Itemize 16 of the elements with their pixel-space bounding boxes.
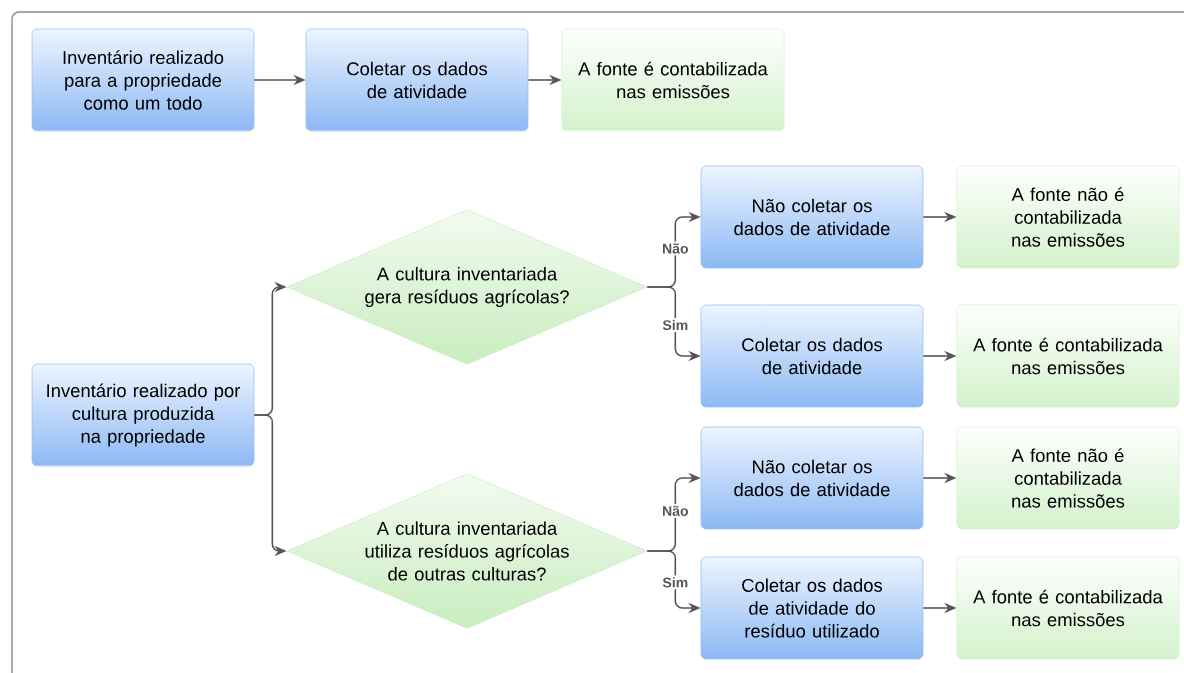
result-box: A fonte é contabilizada nas emissões bbox=[561, 28, 785, 132]
process-box: Não coletar os dados de atividade bbox=[700, 426, 924, 530]
result-box: A fonte não é contabilizada nas emissões bbox=[956, 165, 1180, 269]
process-box: Inventário realizado por cultura produzida na propriedade bbox=[31, 363, 255, 467]
process-box: Coletar os dados de atividade bbox=[305, 28, 529, 132]
process-box: Inventário realizado para a propriedade como um todo bbox=[31, 28, 255, 132]
process-box: Não coletar os dados de atividade bbox=[700, 165, 924, 269]
edge-label: Sim bbox=[660, 575, 690, 590]
result-box: A fonte não é contabilizada nas emissões bbox=[956, 426, 1180, 530]
edge-label: Sim bbox=[660, 318, 690, 332]
process-box: Coletar os dados de atividade bbox=[700, 304, 924, 408]
result-box: A fonte é contabilizada nas emissões bbox=[956, 304, 1180, 408]
process-box: Coletar os dados de atividade do resíduo utilizado bbox=[700, 556, 924, 660]
edge-label: Não bbox=[660, 503, 691, 518]
edge-label: Não bbox=[660, 241, 691, 256]
result-box: A fonte é contabilizada nas emissões bbox=[956, 556, 1180, 660]
